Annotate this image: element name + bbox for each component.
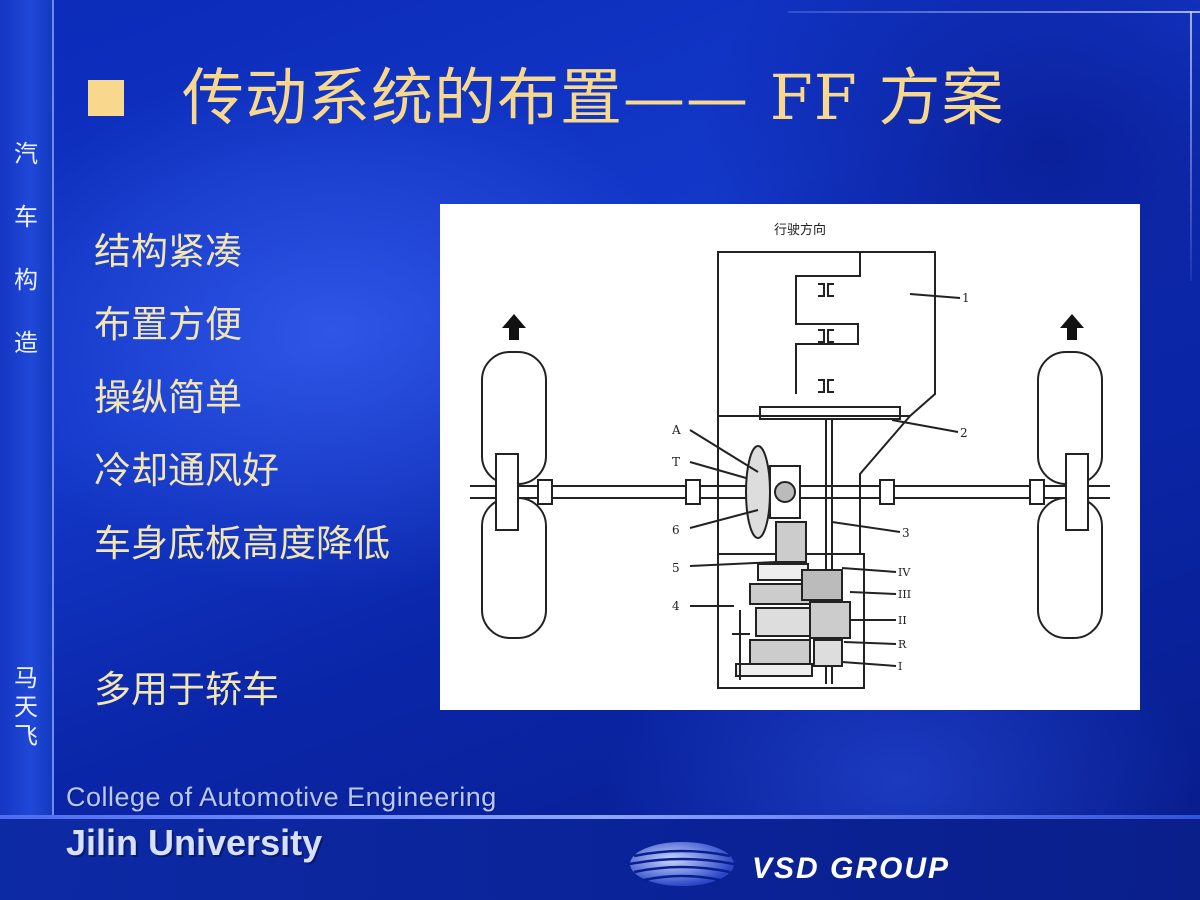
- footer-divider: [0, 815, 1200, 819]
- gear: [809, 601, 851, 639]
- gear: [775, 521, 807, 563]
- point-item: 车身底板高度降低: [94, 522, 390, 565]
- direction-arrow-icon: [502, 314, 526, 340]
- direction-arrow-icon: [1060, 314, 1084, 340]
- pulley-bar: [759, 406, 901, 420]
- college-name: College of Automotive Engineering: [66, 782, 497, 812]
- gearbox-housing: [717, 394, 911, 689]
- usage-note: 多用于轿车: [94, 668, 279, 711]
- part-label: 4: [672, 599, 680, 613]
- sidebar-author-char: 马: [14, 664, 38, 692]
- right-divider: [1190, 11, 1192, 281]
- gear: [735, 663, 813, 677]
- gear: [749, 639, 811, 665]
- gear-label: R: [898, 638, 907, 651]
- hub: [1065, 453, 1089, 531]
- sidebar-author-char: 天: [14, 693, 38, 721]
- sidebar-course-char: 车: [14, 203, 38, 231]
- part-label: 1: [962, 291, 970, 305]
- gear: [813, 639, 843, 667]
- university-name: Jilin University: [66, 822, 323, 863]
- title-bullet-icon: [88, 80, 124, 116]
- gear-label: III: [898, 588, 911, 601]
- gear-label: I: [898, 660, 902, 673]
- footer: [0, 819, 1200, 900]
- cv-joint: [879, 479, 895, 505]
- gear: [755, 607, 813, 637]
- engine-outline: [717, 251, 936, 417]
- vsd-group-logo-text: VSD GROUP: [752, 852, 951, 885]
- part-label: T: [672, 455, 680, 469]
- gear-label: IV: [898, 566, 911, 579]
- sidebar: 汽 车 构 造 马 天 飞: [0, 0, 54, 900]
- point-item: 操纵简单: [94, 376, 242, 419]
- engine-split-line: [795, 252, 861, 394]
- part-label: 5: [672, 561, 680, 575]
- part-label: 3: [902, 526, 910, 540]
- sidebar-author-char: 飞: [14, 722, 38, 750]
- hub: [495, 453, 519, 531]
- vsd-globe-logo-icon: [629, 842, 735, 886]
- gear: [801, 569, 843, 601]
- gear-label: II: [898, 614, 907, 627]
- point-item: 冷却通风好: [94, 449, 279, 492]
- sidebar-course-char: 构: [14, 266, 38, 294]
- sidebar-course-char: 汽: [14, 140, 38, 168]
- top-divider: [788, 11, 1200, 13]
- point-item: 布置方便: [94, 303, 242, 346]
- part-label: 2: [960, 426, 968, 440]
- ff-layout-diagram: 行驶方向 1 2 3 A T 6 5 4 IV III II R I: [440, 204, 1140, 710]
- ff-layout-drawing: 行驶方向 1 2 3 A T 6 5 4 IV III II R I: [470, 222, 1110, 689]
- slide-title: 传动系统的布置—— FF 方案: [182, 61, 1005, 134]
- cv-joint: [1029, 479, 1045, 505]
- sidebar-course-char: 造: [14, 329, 38, 357]
- point-item: 结构紧凑: [94, 230, 242, 273]
- direction-label: 行驶方向: [774, 222, 826, 238]
- part-label: 6: [672, 523, 680, 537]
- cv-joint: [537, 479, 553, 505]
- part-label: A: [671, 423, 681, 437]
- ring-gear: [745, 445, 771, 539]
- cv-joint: [685, 479, 701, 505]
- gear: [757, 563, 809, 581]
